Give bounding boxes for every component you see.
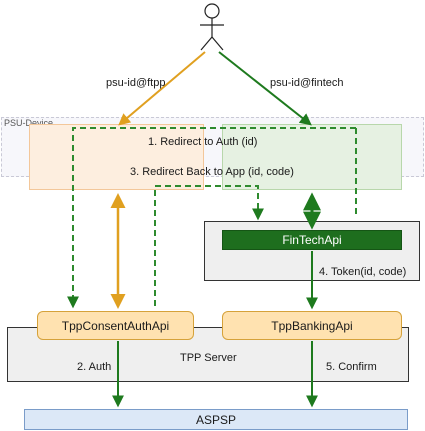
- label-step2: 2. Auth: [77, 361, 112, 373]
- label-step3: 3. Redirect Back to App (id, code): [130, 166, 294, 178]
- psu-device-label: PSU-Device: [4, 118, 54, 128]
- tpp-banking-api-label: TppBankingApi: [271, 318, 353, 333]
- fintech-api-label: FinTechApi: [282, 233, 342, 247]
- label-psu-fintech: psu-id@fintech: [270, 77, 344, 89]
- edge-psu-fintech: [218, 51, 312, 126]
- label-step5: 5. Confirm: [326, 361, 377, 373]
- tpp-consent-auth-api-node[interactable]: TppConsentAuthApi: [37, 311, 194, 340]
- user-figure-icon: [200, 3, 224, 51]
- ftpp-app-area: [29, 124, 204, 190]
- fintech-app-area: [222, 124, 402, 190]
- tpp-banking-api-node[interactable]: TppBankingApi: [222, 311, 402, 340]
- edge-redirect-to-auth: [67, 127, 356, 309]
- fintech-api-node[interactable]: FinTechApi: [222, 230, 402, 250]
- tpp-server-label: TPP Server: [180, 352, 237, 364]
- tpp-consent-auth-api-label: TppConsentAuthApi: [61, 318, 170, 333]
- label-psu-ftpp: psu-id@ftpp: [106, 77, 166, 89]
- edge-psu-ftpp: [118, 51, 206, 126]
- edge-redirect-back: [154, 185, 264, 306]
- label-step4: 4. Token(id, code): [319, 266, 407, 278]
- aspsp-node[interactable]: ASPSP: [24, 409, 408, 430]
- aspsp-label: ASPSP: [195, 412, 237, 427]
- label-step1: 1. Redirect to Auth (id): [148, 136, 258, 148]
